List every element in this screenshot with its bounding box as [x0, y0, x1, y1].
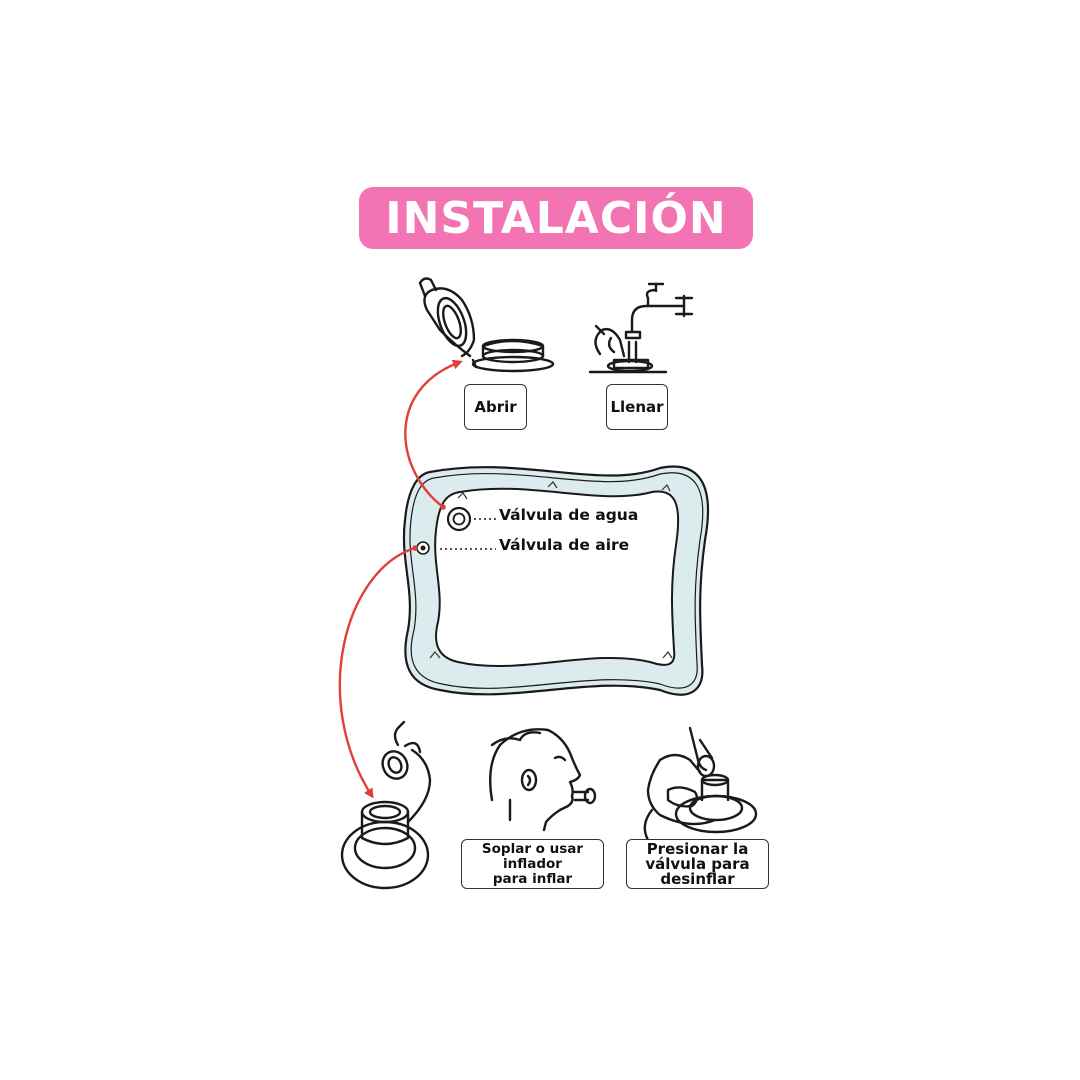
arrow-water-valve-origin — [440, 504, 446, 510]
step-deflate-line-2: válvula para — [645, 854, 750, 873]
air-valve-icon — [416, 541, 430, 555]
step-open-label: Abrir — [464, 384, 527, 430]
water-valve-label: Válvula de agua — [499, 506, 639, 524]
step-deflate-line-3: desinflar — [660, 869, 735, 888]
step-inflate-line-3: para inflar — [492, 870, 573, 887]
air-valve-label: Válvula de aire — [499, 536, 630, 554]
step-inflate-line-2: inflador — [503, 855, 562, 872]
step-deflate-label: Presionar la válvula para desinflar — [626, 839, 769, 889]
inflatable-water-mat-icon — [402, 465, 710, 696]
child-blowing-icon — [489, 728, 597, 832]
step-deflate-line-1: Presionar la — [646, 839, 749, 858]
step-open-text: Abrir — [474, 398, 517, 416]
water-valve-icon — [446, 506, 472, 532]
step-fill-text: Llenar — [610, 398, 664, 416]
page-title: INSTALACIÓN — [385, 192, 727, 244]
air-valve-closeup-icon — [340, 720, 432, 890]
step-fill-label: Llenar — [606, 384, 668, 430]
faucet-filling-icon — [588, 282, 694, 374]
step-inflate-line-1: Soplar o usar — [481, 840, 584, 857]
finger-pressing-valve-icon — [643, 726, 758, 842]
valve-cap-open-icon — [418, 277, 555, 373]
title-banner: INSTALACIÓN — [359, 187, 753, 249]
step-inflate-label: Soplar o usar inflador para inflar — [461, 839, 604, 889]
arrow-water-valve-to-open — [404, 359, 463, 508]
arrow-air-valve-to-closeup — [338, 546, 416, 799]
arrow-air-valve-origin — [412, 545, 418, 551]
